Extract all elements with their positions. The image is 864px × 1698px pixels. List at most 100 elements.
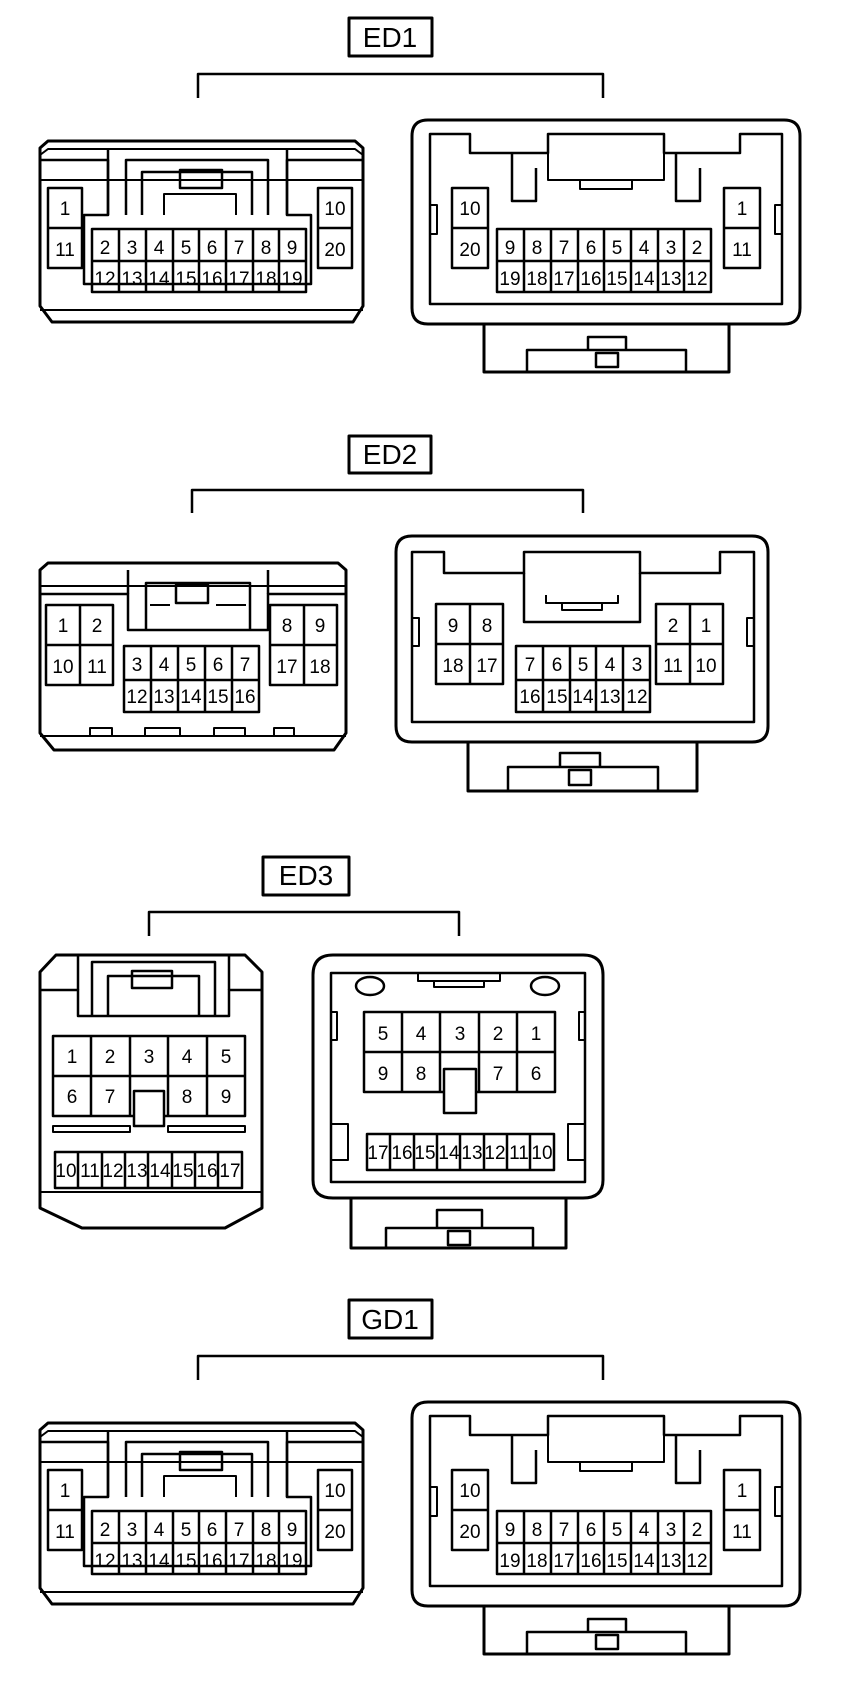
pin-label: 9 (287, 238, 298, 259)
pin-label: 20 (459, 240, 480, 261)
pin-label: 12 (94, 1551, 115, 1572)
group-ed1: ED1 1 10 11 2 3 (38, 16, 802, 374)
pin-label: 16 (234, 687, 255, 708)
pin-label: 16 (580, 269, 601, 290)
connector-female: 10 1 20 9 8 7 6 5 4 3 2 11 19 18 17 16 1… (410, 118, 802, 374)
pin-label: 8 (416, 1064, 427, 1085)
pin-label: 15 (606, 1551, 627, 1572)
pin-label: 4 (154, 238, 165, 259)
pin-label: 9 (315, 616, 326, 637)
pin-label: 14 (148, 1551, 170, 1572)
pin-label: 3 (666, 1520, 677, 1541)
pin-label: 4 (182, 1047, 193, 1068)
pin-label: 18 (255, 269, 276, 290)
pin-label: 10 (324, 199, 345, 220)
pin-label: 12 (126, 687, 147, 708)
pin-label: 14 (572, 687, 594, 708)
connector-male: 1 2 3 4 5 6 7 8 9 10 11 12 13 14 15 16 1… (38, 953, 264, 1230)
pin-label: 5 (378, 1024, 389, 1045)
pin-label: 2 (668, 616, 679, 637)
pin-label: 8 (282, 616, 293, 637)
pin-label: 9 (505, 238, 516, 259)
pin-label: 1 (60, 1481, 71, 1502)
pin-label: 4 (159, 655, 170, 676)
pin-label: 5 (186, 655, 197, 676)
pin-label: 8 (261, 1520, 272, 1541)
pin-label: 18 (255, 1551, 276, 1572)
pin-label: 9 (505, 1520, 516, 1541)
pin-label: 2 (105, 1047, 116, 1068)
pin-label: 19 (499, 1551, 520, 1572)
group-ed2: ED2 1 2 8 9 10 11 (38, 434, 770, 793)
group-title: ED1 (363, 22, 417, 53)
pin-label: 16 (580, 1551, 601, 1572)
pin-label: 10 (55, 1161, 76, 1182)
group-title: ED2 (363, 439, 417, 470)
pin-label: 15 (414, 1143, 435, 1164)
pin-label: 4 (605, 655, 616, 676)
pin-label: 5 (221, 1047, 232, 1068)
pin-label: 13 (660, 269, 681, 290)
pin-label: 14 (633, 269, 655, 290)
pin-label: 7 (559, 238, 570, 259)
pin-label: 1 (701, 616, 712, 637)
pin-label: 6 (207, 238, 218, 259)
pin-label: 8 (482, 616, 493, 637)
pin-label: 8 (182, 1087, 193, 1108)
pin-label: 3 (455, 1024, 466, 1045)
pin-label: 7 (234, 238, 245, 259)
pin-label: 2 (493, 1024, 504, 1045)
pin-label: 15 (172, 1161, 193, 1182)
group-title: GD1 (361, 1304, 419, 1335)
pin-label: 11 (55, 1522, 75, 1543)
pin-label: 15 (175, 269, 196, 290)
pin-label: 5 (578, 655, 589, 676)
pin-label: 1 (737, 1481, 748, 1502)
pin-label: 15 (175, 1551, 196, 1572)
pin-label: 3 (144, 1047, 155, 1068)
pin-label: 17 (553, 1551, 574, 1572)
pin-label: 7 (240, 655, 251, 676)
connector-female: 10 1 20 9 8 7 6 5 4 3 2 11 19 18 17 16 1… (410, 1400, 802, 1656)
pin-label: 3 (127, 1520, 138, 1541)
pin-label: 15 (207, 687, 228, 708)
pin-label: 6 (213, 655, 224, 676)
pin-label: 16 (391, 1143, 412, 1164)
pin-label: 14 (633, 1551, 655, 1572)
pin-label: 17 (228, 1551, 249, 1572)
pin-label: 13 (599, 687, 620, 708)
pin-label: 7 (105, 1087, 116, 1108)
pin-label: 17 (219, 1161, 240, 1182)
pin-label: 18 (309, 657, 330, 678)
pin-label: 3 (132, 655, 143, 676)
connector-male: 1 10 11 2 3 4 5 6 7 8 9 20 12 13 14 15 1… (38, 1421, 365, 1606)
pin-label: 11 (87, 657, 107, 678)
pin-label: 14 (180, 687, 202, 708)
pin-label: 19 (499, 269, 520, 290)
pin-label: 11 (732, 1522, 752, 1543)
pin-label: 6 (207, 1520, 218, 1541)
pin-label: 14 (148, 269, 170, 290)
pin-label: 11 (732, 240, 752, 261)
pin-label: 10 (52, 657, 73, 678)
pin-label: 16 (201, 1551, 222, 1572)
connector-female: 9 8 2 1 18 17 7 6 5 4 3 11 10 16 15 14 1… (394, 534, 770, 793)
pin-label: 12 (686, 1551, 707, 1572)
pin-label: 2 (100, 238, 111, 259)
pin-label: 19 (281, 269, 302, 290)
pin-label: 13 (126, 1161, 147, 1182)
pin-label: 8 (261, 238, 272, 259)
pin-label: 16 (201, 269, 222, 290)
pin-label: 14 (149, 1161, 171, 1182)
pin-label: 16 (519, 687, 540, 708)
pin-label: 4 (639, 1520, 650, 1541)
pin-label: 12 (102, 1161, 123, 1182)
pin-label: 9 (378, 1064, 389, 1085)
connector-male: 1 2 8 9 10 11 3 4 5 6 7 17 18 12 13 14 1… (38, 561, 348, 752)
pin-label: 5 (181, 238, 192, 259)
pin-label: 2 (92, 616, 103, 637)
pin-label: 18 (442, 656, 463, 677)
pin-label: 4 (639, 238, 650, 259)
group-title: ED3 (279, 860, 333, 891)
pin-label: 6 (586, 1520, 597, 1541)
